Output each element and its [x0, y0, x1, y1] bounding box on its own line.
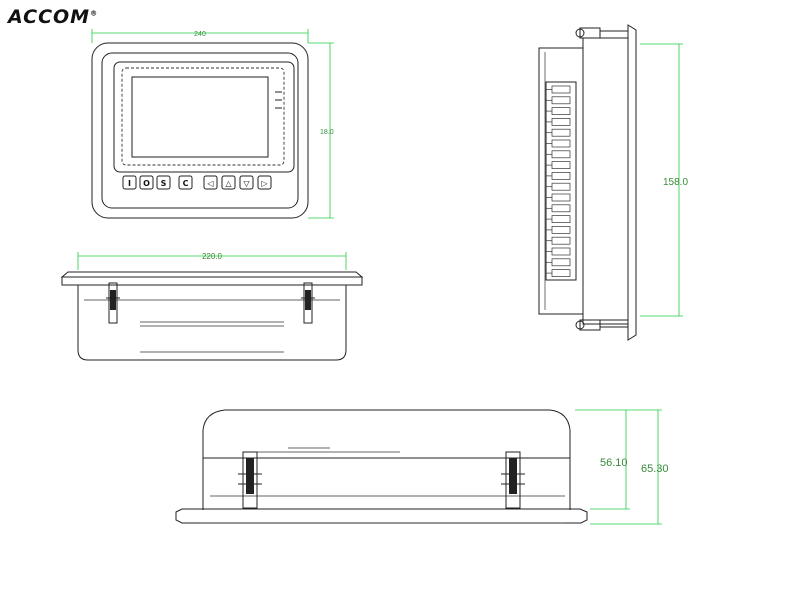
front-view: I O S C ◁ △ ▽ ▷ 240 18.0	[91, 29, 334, 219]
i-button-glyph: I	[128, 179, 131, 188]
top-clamp-left	[106, 282, 120, 324]
down-arrow-button: ▽	[239, 175, 254, 190]
up-arrow-button-glyph: △	[225, 179, 232, 188]
side-bezel	[582, 37, 629, 325]
terminal-pin	[551, 150, 571, 159]
clamp-screw	[509, 458, 517, 494]
clamp-body	[579, 27, 601, 39]
brand-logo: ACCOM®	[8, 6, 98, 28]
depth-inner-label: 56.10	[600, 457, 628, 469]
o-button-frame	[139, 175, 154, 190]
s-button-frame	[156, 175, 171, 190]
c-button-frame	[178, 175, 193, 190]
front-height-label: 18.0	[320, 129, 334, 136]
depth-outer-label: 65.30	[641, 463, 669, 475]
s-button-glyph: S	[161, 179, 167, 188]
terminal-pin	[551, 118, 571, 126]
top-width-label: 220.0	[202, 252, 223, 261]
terminal-pin	[551, 107, 571, 115]
brand-name: ACCOM	[8, 6, 91, 28]
trademark-mark: ®	[90, 9, 99, 18]
front-bezel-inner	[101, 52, 299, 209]
terminal-pin	[551, 85, 571, 94]
side-height-label: 158.0	[663, 177, 688, 188]
front-width-label: 240	[194, 31, 206, 38]
clamp-screw	[575, 28, 585, 38]
terminal-pin	[551, 247, 571, 256]
up-arrow-button-frame	[221, 175, 236, 190]
s-button: S	[156, 175, 171, 190]
right-arrow-button-glyph: ▷	[261, 179, 268, 188]
terminal-pin	[551, 128, 571, 137]
side-clamp-bottom	[575, 319, 629, 331]
bottom-housing	[202, 409, 571, 510]
side-view: 158.0	[538, 24, 688, 341]
clamp-screw	[575, 320, 585, 330]
terminal-pin	[551, 161, 571, 169]
clamp-bar	[599, 319, 629, 328]
bottom-clamp-left	[238, 451, 262, 509]
terminal-pin	[551, 258, 571, 267]
clamp-body	[242, 451, 258, 509]
clamp-screw	[305, 290, 311, 310]
side-housing	[538, 47, 584, 315]
terminal-pin	[551, 215, 571, 223]
terminal-pin	[551, 269, 571, 277]
left-arrow-button-glyph: ◁	[206, 179, 213, 188]
terminal-pin	[551, 204, 571, 213]
o-button-glyph: O	[143, 179, 150, 188]
bottom-flange	[175, 508, 588, 524]
top-bezel-lip	[61, 276, 363, 286]
side-clamp-top	[575, 27, 629, 39]
up-arrow-button: △	[221, 175, 236, 190]
bottom-view: 56.10 65.30	[175, 409, 669, 525]
terminal-block	[545, 81, 577, 281]
c-button-glyph: C	[183, 179, 189, 188]
terminal-pin	[551, 193, 571, 202]
clamp-bar	[599, 30, 629, 39]
o-button: O	[139, 175, 154, 190]
top-housing	[77, 285, 347, 361]
left-arrow-button: ◁	[203, 175, 218, 190]
down-arrow-button-glyph: ▽	[243, 179, 250, 188]
terminal-pin	[551, 236, 571, 245]
terminal-pin	[551, 226, 571, 234]
left-arrow-button-frame	[203, 175, 218, 190]
i-button: I	[122, 175, 137, 190]
down-arrow-button-frame	[239, 175, 254, 190]
top-housing-rib	[140, 321, 284, 327]
display-screen	[131, 76, 269, 158]
display-window-outline	[121, 67, 285, 166]
clamp-screw	[246, 458, 254, 494]
c-button: C	[178, 175, 193, 190]
right-arrow-button-frame	[257, 175, 272, 190]
bottom-clamp-right	[501, 451, 525, 509]
terminal-pin	[551, 182, 571, 191]
top-flange	[60, 271, 364, 278]
top-clamp-right	[301, 282, 315, 324]
display-frame	[113, 61, 295, 173]
i-button-frame	[122, 175, 137, 190]
terminal-pin	[551, 172, 571, 180]
front-bezel-outer	[91, 42, 309, 219]
terminal-pin	[551, 139, 571, 148]
top-view: 220.0	[60, 252, 364, 361]
clamp-screw	[110, 290, 116, 310]
right-arrow-button: ▷	[257, 175, 272, 190]
clamp-body	[303, 282, 313, 324]
clamp-body	[505, 451, 521, 509]
side-flange	[627, 24, 637, 341]
keypad: I O S C ◁ △ ▽ ▷	[122, 175, 272, 190]
terminal-block-frame	[545, 81, 577, 281]
terminal-pin	[551, 96, 571, 105]
clamp-body	[108, 282, 118, 324]
